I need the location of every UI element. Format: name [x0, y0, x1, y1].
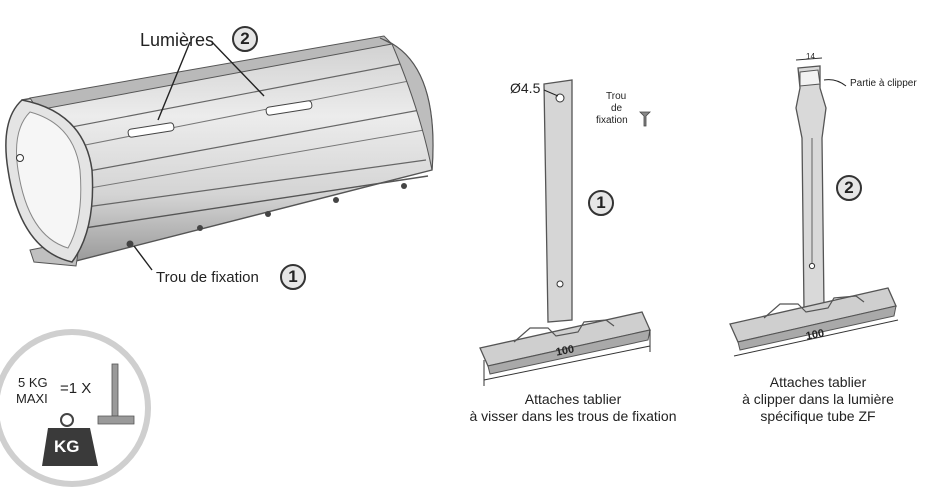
trou-fixation-number-badge: 1 — [280, 264, 306, 290]
trou-fixation-label: Trou de fixation — [156, 269, 259, 286]
attache-2-illustration — [729, 57, 899, 357]
attache-1-illustration — [479, 79, 651, 386]
roller-tube-illustration — [5, 35, 434, 271]
weight-kg-label: KG — [54, 437, 80, 456]
attache-1-caption: Attaches tablier à visser dans les trous… — [440, 391, 706, 425]
limit-sub-label: MAXI — [16, 391, 48, 406]
lumieres-number-badge: 2 — [232, 26, 258, 52]
weight-badge-illustration — [0, 329, 151, 487]
attache-1-caption-line2: à visser dans les trous de fixation — [469, 408, 677, 424]
attache-2-caption-line3: spécifique tube ZF — [760, 408, 876, 424]
trou-fixation-line2: de — [611, 103, 623, 114]
lumieres-label: Lumières — [140, 30, 215, 50]
attache-2-number-badge: 2 — [836, 175, 862, 201]
attache-2-caption: Attaches tablier à clipper dans la lumiè… — [708, 374, 928, 425]
partie-a-clipper-label: Partie à clipper — [850, 78, 917, 89]
trou-fixation-line3: fixation — [596, 115, 628, 126]
limit-label: 5 KG — [18, 375, 48, 390]
attache-1-caption-line1: Attaches tablier — [524, 391, 622, 407]
trou-fixation-line1: Trou — [606, 91, 627, 102]
diameter-label: Ø4.5 — [510, 80, 541, 96]
attache-2-caption-line1: Attaches tablier — [769, 374, 867, 390]
attache-2-width-label: 14 — [806, 52, 815, 61]
attache-2-caption-line2: à clipper dans la lumière — [742, 391, 894, 407]
attache-1-number-badge: 1 — [588, 190, 614, 216]
equals-label: =1 X — [60, 380, 92, 397]
